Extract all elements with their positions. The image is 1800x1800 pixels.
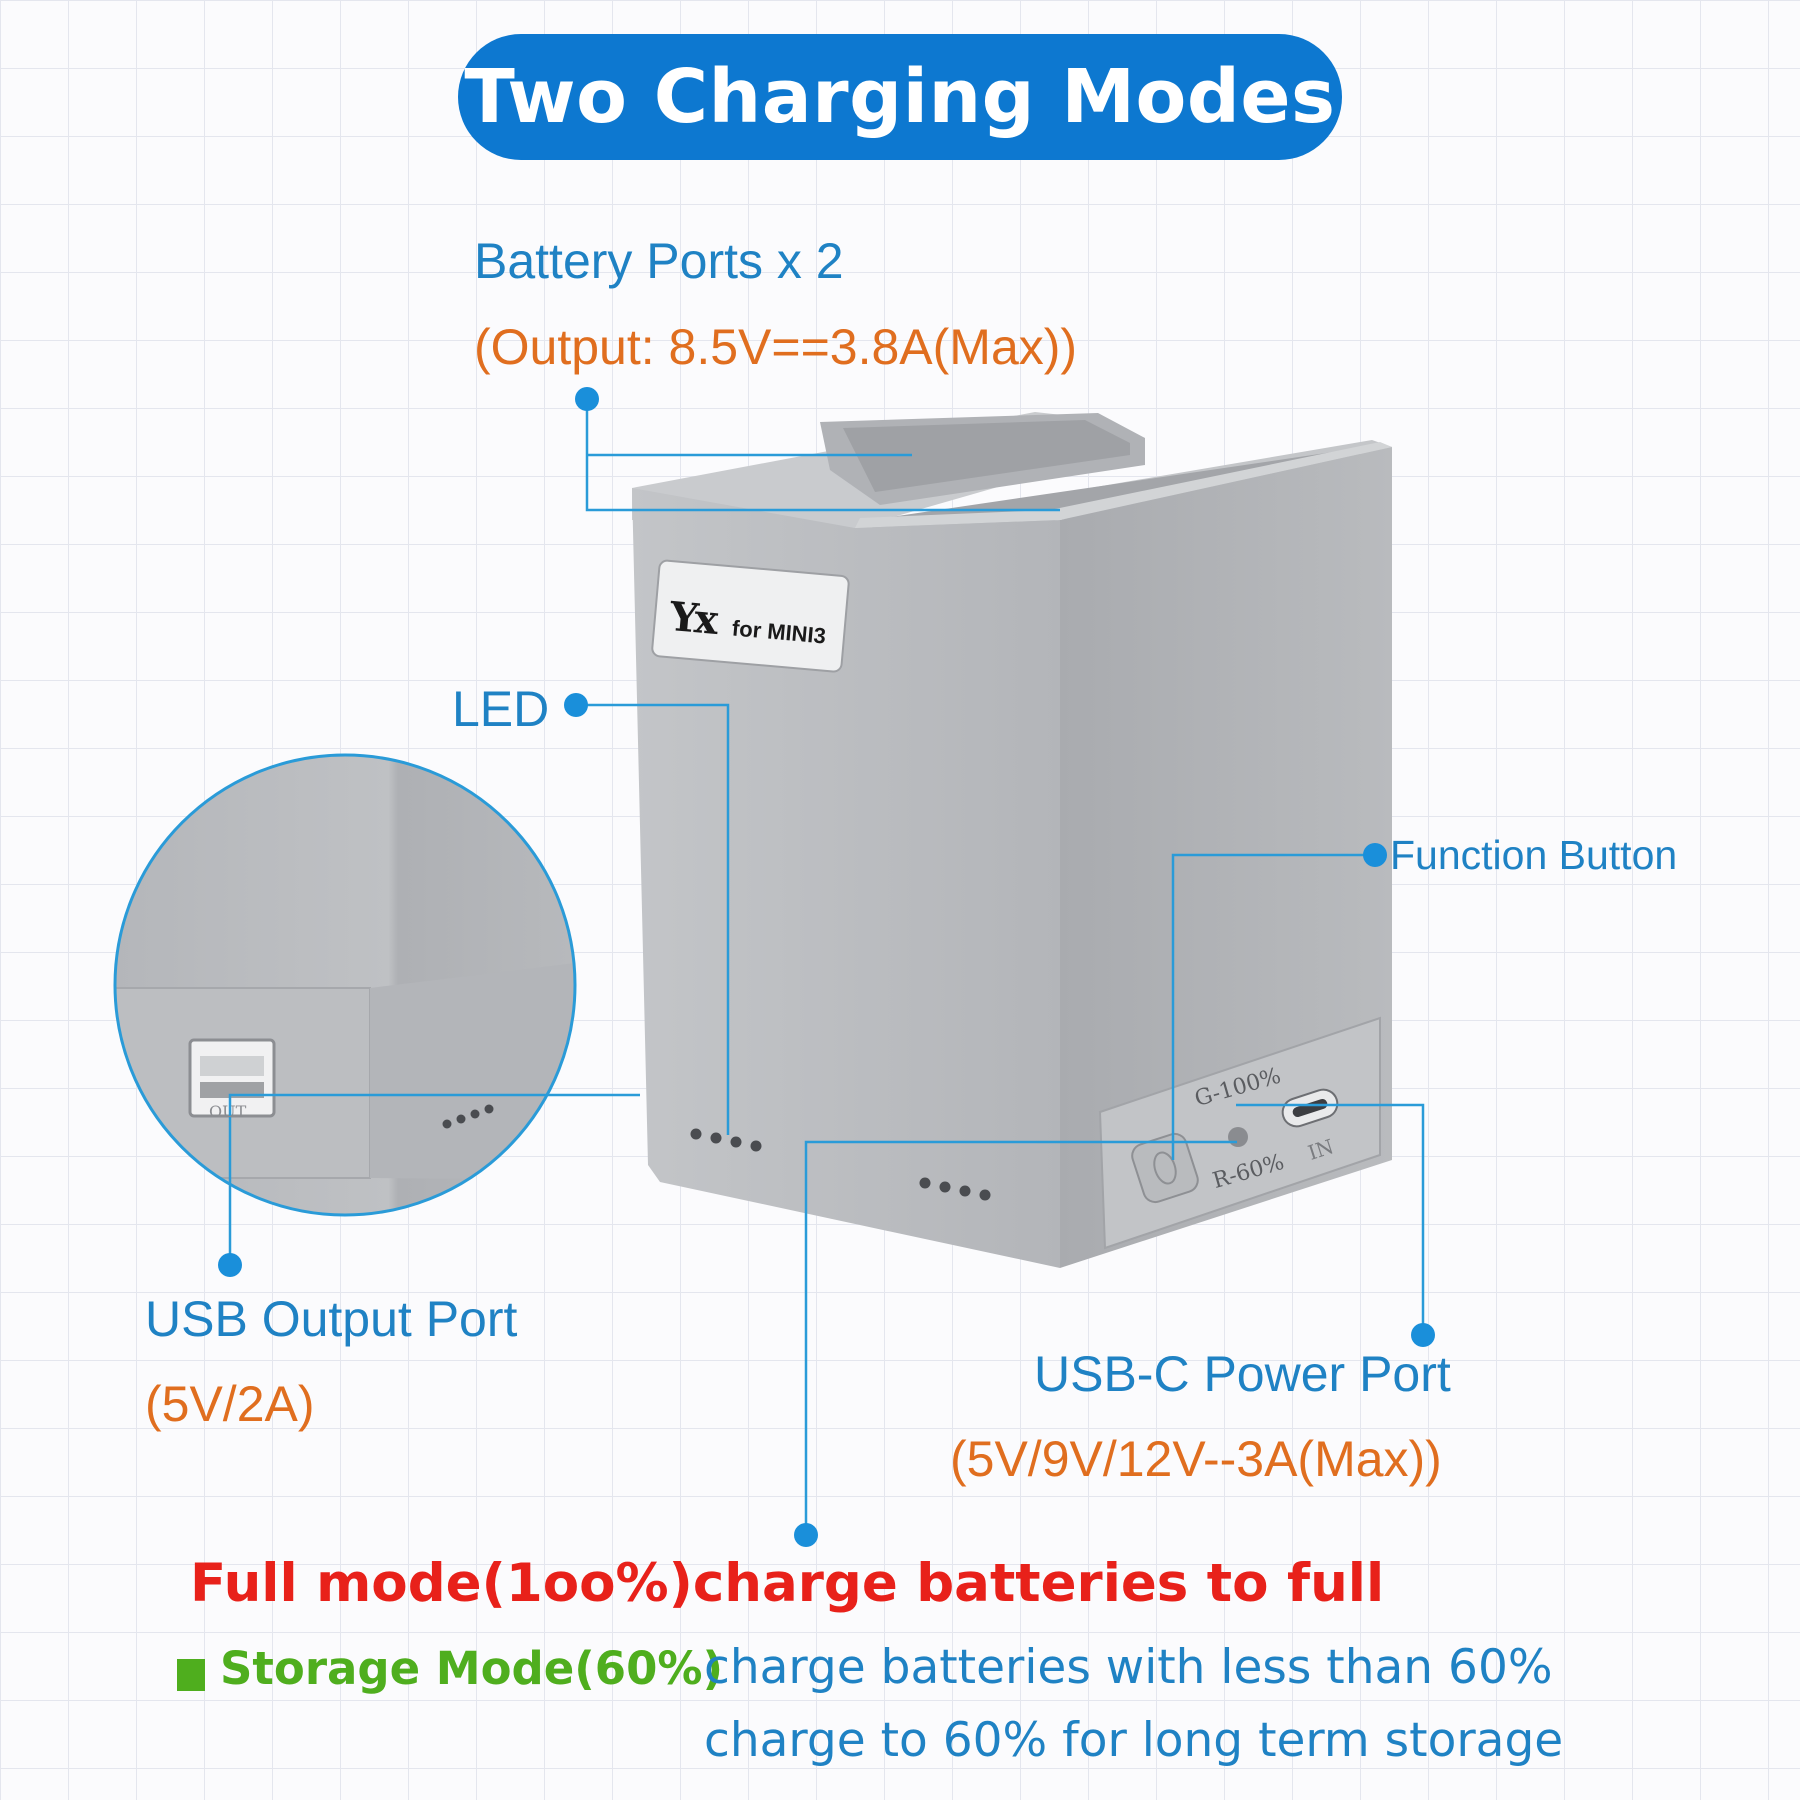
title-banner: Two Charging Modes xyxy=(458,34,1342,160)
brand-logo: Yx xyxy=(667,593,717,644)
function-button-shape xyxy=(1131,1132,1199,1204)
storage-mode-marker xyxy=(177,1659,205,1691)
callout-dots xyxy=(218,387,1435,1547)
usb-a-marking: OUT xyxy=(209,1102,247,1121)
front-vent-dots xyxy=(690,1128,991,1201)
callout-lines xyxy=(228,399,1425,1533)
usb-a-port xyxy=(188,1038,276,1118)
model-label: for MINI3 xyxy=(730,615,827,649)
led-indicator-dot xyxy=(1228,1127,1248,1147)
usb-output-label: USB Output Port xyxy=(145,1291,518,1347)
page-title: Two Charging Modes xyxy=(464,54,1336,140)
usb-c-power-label: USB-C Power Port xyxy=(1034,1346,1451,1402)
full-mode-text: Full mode(1oo%)charge batteries to full xyxy=(190,1553,1385,1614)
battery-ports-label: Battery Ports x 2 xyxy=(474,233,844,289)
usb-output-zoom xyxy=(113,753,577,1217)
led-label: LED xyxy=(452,681,550,737)
charger-body xyxy=(632,412,1392,1268)
storage-mode-desc-1: charge batteries with less than 60% xyxy=(704,1640,1553,1695)
function-button-label: Function Button xyxy=(1390,832,1678,878)
usb-c-power-spec: (5V/9V/12V--3A(Max)) xyxy=(950,1431,1442,1487)
usb-c-port xyxy=(1281,1088,1339,1128)
usb-output-spec: (5V/2A) xyxy=(145,1376,315,1432)
storage-mode-name: Storage Mode(60%) xyxy=(220,1642,724,1695)
storage-mode-desc-2: charge to 60% for long term storage xyxy=(704,1713,1564,1768)
battery-ports-spec: (Output: 8.5V==3.8A(Max)) xyxy=(474,319,1078,375)
